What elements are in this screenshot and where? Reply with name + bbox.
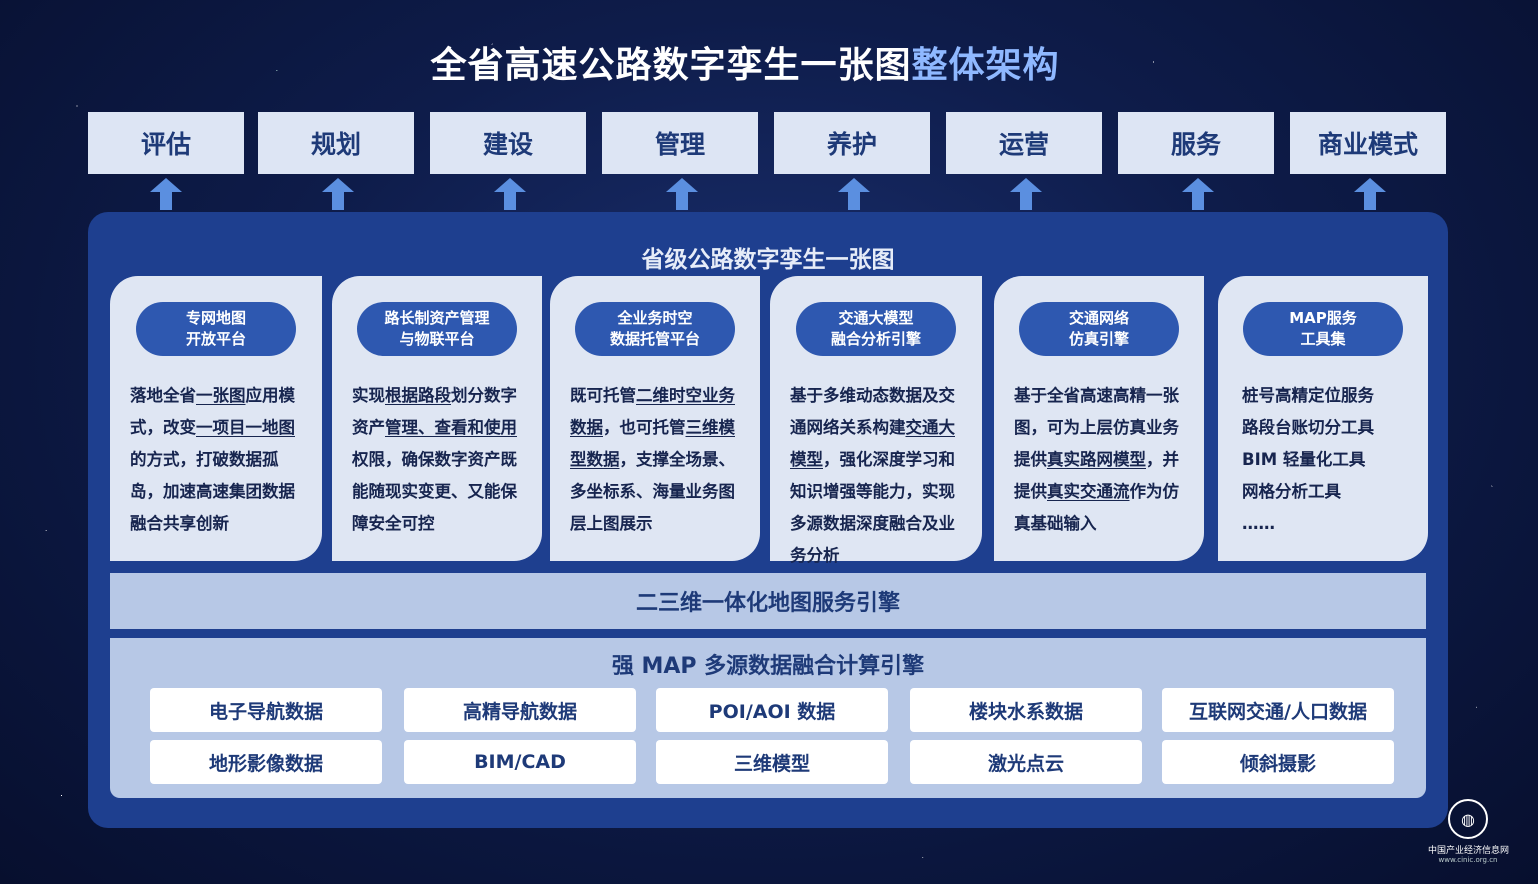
data-source-chip: 激光点云 (910, 740, 1142, 784)
card-pill: 路长制资产管理 与物联平台 (357, 302, 517, 356)
logo-emblem-icon: ◍ (1448, 799, 1488, 839)
data-fusion-engine: 强 MAP 多源数据融合计算引擎 电子导航数据 高精导航数据 POI/AOI 数… (110, 638, 1426, 798)
pill-line: MAP服务 (1289, 309, 1357, 327)
app-box-operation: 运营 (946, 112, 1102, 174)
app-box-service: 服务 (1118, 112, 1274, 174)
pill-line: 仿真引擎 (1068, 330, 1129, 348)
data-source-chip: 倾斜摄影 (1162, 740, 1394, 784)
card-pill: 交通大模型 融合分析引擎 (796, 302, 956, 356)
map-service-engine: 二三维一体化地图服务引擎 (110, 573, 1426, 629)
card-data-hosting: 全业务时空 数据托管平台 既可托管二维时空业务数据，也可托管三维模型数据，支撑全… (550, 276, 760, 561)
app-box-construction: 建设 (430, 112, 586, 174)
data-fusion-title: 强 MAP 多源数据融合计算引擎 (611, 654, 925, 679)
pill-line: 与物联平台 (399, 330, 475, 348)
card-map-tools: MAP服务 工具集 桩号高精定位服务 路段台账切分工具 BIM 轻量化工具 网格… (1218, 276, 1428, 561)
data-source-chip: 楼块水系数据 (910, 688, 1142, 732)
data-source-chip: 三维模型 (656, 740, 888, 784)
up-arrow-icon (150, 178, 182, 210)
list-item: 网格分析工具 (1242, 482, 1341, 501)
app-box-business-model: 商业模式 (1290, 112, 1446, 174)
card-description: 落地全省一张图应用模式，改变一项目一地图的方式，打破数据孤岛，加速高速集团数据融… (130, 386, 295, 533)
pill-line: 工具集 (1300, 330, 1346, 348)
up-arrow-icon (1182, 178, 1214, 210)
page-title: 全省高速公路数字孪生一张图整体架构 (0, 36, 1490, 88)
card-description: 既可托管二维时空业务数据，也可托管三维模型数据，支撑全场景、多坐标系、海量业务图… (570, 386, 735, 533)
cinic-logo: ◍ 中国产业经济信息网 www.cinic.org.cn (1428, 799, 1510, 864)
up-arrow-icon (666, 178, 698, 210)
card-pill: 全业务时空 数据托管平台 (575, 302, 735, 356)
list-item: 路段台账切分工具 (1242, 418, 1374, 437)
pill-line: 专网地图 (185, 309, 246, 327)
data-source-chip: 电子导航数据 (150, 688, 382, 732)
data-source-chip: POI/AOI 数据 (656, 688, 888, 732)
tool-list: 桩号高精定位服务 路段台账切分工具 BIM 轻量化工具 网格分析工具 …… (1242, 380, 1412, 540)
app-box-evaluate: 评估 (88, 112, 244, 174)
pill-line: 交通网络 (1068, 309, 1129, 327)
data-source-chip: 地形影像数据 (150, 740, 382, 784)
pill-line: 数据托管平台 (609, 330, 700, 348)
up-arrow-icon (322, 178, 354, 210)
app-box-management: 管理 (602, 112, 758, 174)
app-box-planning: 规划 (258, 112, 414, 174)
data-source-chip: 高精导航数据 (404, 688, 636, 732)
pill-line: 交通大模型 (838, 309, 914, 327)
up-arrow-icon (1354, 178, 1386, 210)
card-description: 基于全省高速高精一张图，可为上层仿真业务提供真实路网模型，并提供真实交通流作为仿… (1014, 386, 1179, 533)
list-item: BIM 轻量化工具 (1242, 450, 1366, 469)
up-arrow-icon (494, 178, 526, 210)
panel-title: 省级公路数字孪生一张图 (641, 247, 895, 273)
card-asset-management: 路长制资产管理 与物联平台 实现根据路段划分数字资产管理、查看和使用权限，确保数… (332, 276, 542, 561)
card-traffic-model: 交通大模型 融合分析引擎 基于多维动态数据及交通网络关系构建交通大模型，强化深度… (770, 276, 982, 565)
card-map-platform: 专网地图 开放平台 落地全省一张图应用模式，改变一项目一地图的方式，打破数据孤岛… (110, 276, 322, 561)
data-source-chip: BIM/CAD (404, 740, 636, 784)
list-item: …… (1242, 514, 1275, 533)
pill-line: 路长制资产管理 (384, 309, 490, 327)
pill-line: 开放平台 (185, 330, 246, 348)
card-simulation-engine: 交通网络 仿真引擎 基于全省高速高精一张图，可为上层仿真业务提供真实路网模型，并… (994, 276, 1204, 561)
up-arrow-icon (1010, 178, 1042, 210)
card-pill: MAP服务 工具集 (1243, 302, 1403, 356)
main-panel: 省级公路数字孪生一张图 专网地图 开放平台 落地全省一张图应用模式，改变一项目一… (88, 212, 1448, 828)
up-arrow-icon (838, 178, 870, 210)
card-description: 基于多维动态数据及交通网络关系构建交通大模型，强化深度学习和知识增强等能力，实现… (790, 386, 955, 565)
logo-url: www.cinic.org.cn (1438, 856, 1498, 864)
app-box-maintenance: 养护 (774, 112, 930, 174)
card-pill: 专网地图 开放平台 (136, 302, 296, 356)
application-row: 评估 规划 建设 管理 养护 运营 服务 商业模式 (88, 112, 1448, 174)
pill-line: 全业务时空 (617, 309, 693, 327)
card-description: 实现根据路段划分数字资产管理、查看和使用权限，确保数字资产既能随现实变更、又能保… (352, 386, 517, 533)
title-main: 全省高速公路数字孪生一张图 (430, 45, 912, 86)
data-source-chip: 互联网交通/人口数据 (1162, 688, 1394, 732)
pill-line: 融合分析引擎 (830, 330, 921, 348)
list-item: 桩号高精定位服务 (1242, 386, 1374, 405)
card-pill: 交通网络 仿真引擎 (1019, 302, 1179, 356)
title-highlight: 整体架构 (911, 45, 1060, 86)
logo-text: 中国产业经济信息网 (1428, 846, 1510, 856)
